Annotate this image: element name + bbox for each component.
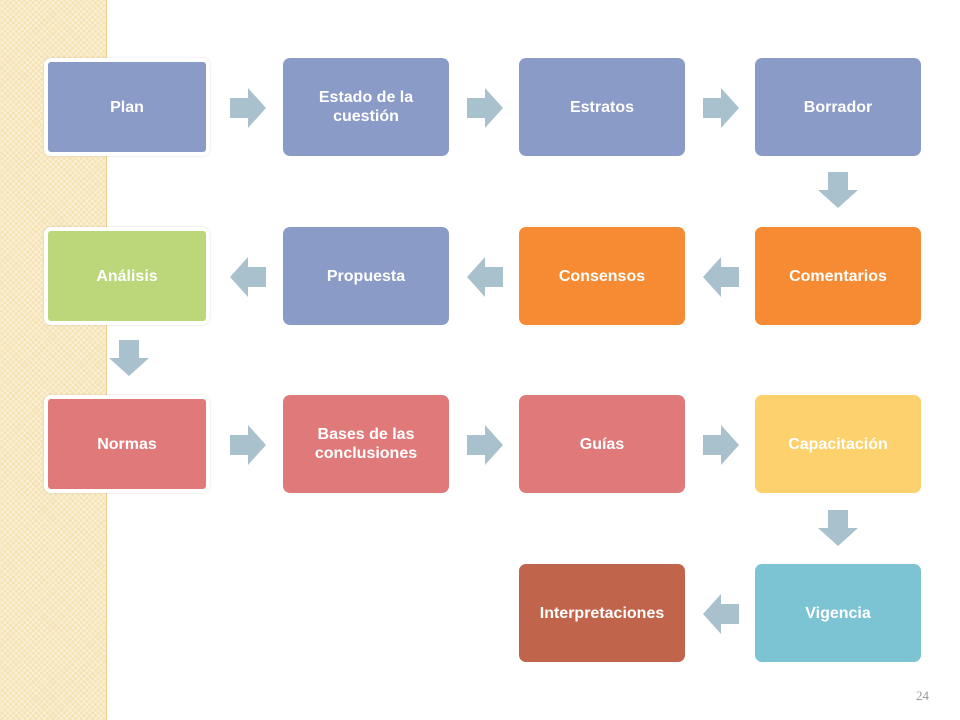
node-comentarios-label: Comentarios (789, 267, 887, 285)
node-propuesta-label: Propuesta (326, 267, 406, 285)
node-estratos: Estratos (519, 58, 685, 156)
node-estado-de-la-cuestion: Estado de la cuestión (283, 58, 449, 156)
node-comentarios: Comentarios (755, 227, 921, 325)
node-bases-de-las-conclusiones: Bases de las conclusiones (283, 395, 449, 493)
node-guias-label: Guías (579, 435, 625, 453)
arrow-right-icon (703, 425, 739, 465)
node-interpretaciones-label: Interpretaciones (539, 604, 665, 622)
page-number: 24 (916, 688, 929, 703)
node-consensos-label: Consensos (558, 267, 646, 285)
arrow-left-icon (230, 257, 266, 297)
node-vigencia-label: Vigencia (805, 604, 871, 622)
node-capacitacion-label: Capacitación (788, 435, 888, 453)
node-borrador-label: Borrador (803, 98, 873, 116)
arrow-right-icon (230, 425, 266, 465)
node-plan: Plan (44, 58, 210, 156)
arrow-left-icon (703, 257, 739, 297)
node-normas-label: Normas (97, 435, 157, 453)
arrow-down-icon (818, 510, 858, 546)
node-bases-de-las-conclusiones-label: Bases de las conclusiones (314, 426, 418, 462)
node-estratos-label: Estratos (569, 98, 635, 116)
arrow-right-icon (467, 425, 503, 465)
node-guias: Guías (519, 395, 685, 493)
node-consensos: Consensos (519, 227, 685, 325)
arrow-right-icon (467, 88, 503, 128)
arrow-left-icon (467, 257, 503, 297)
node-analisis-label: Análisis (96, 267, 158, 285)
arrow-down-icon (109, 340, 149, 376)
node-plan-label: Plan (110, 98, 144, 116)
node-capacitacion: Capacitación (755, 395, 921, 493)
node-analisis: Análisis (44, 227, 210, 325)
node-normas: Normas (44, 395, 210, 493)
node-interpretaciones: Interpretaciones (519, 564, 685, 662)
node-estado-de-la-cuestion-label: Estado de la cuestión (318, 89, 414, 125)
node-vigencia: Vigencia (755, 564, 921, 662)
arrow-left-icon (703, 594, 739, 634)
node-propuesta: Propuesta (283, 227, 449, 325)
node-borrador: Borrador (755, 58, 921, 156)
arrow-down-icon (818, 172, 858, 208)
arrow-right-icon (230, 88, 266, 128)
arrow-right-icon (703, 88, 739, 128)
